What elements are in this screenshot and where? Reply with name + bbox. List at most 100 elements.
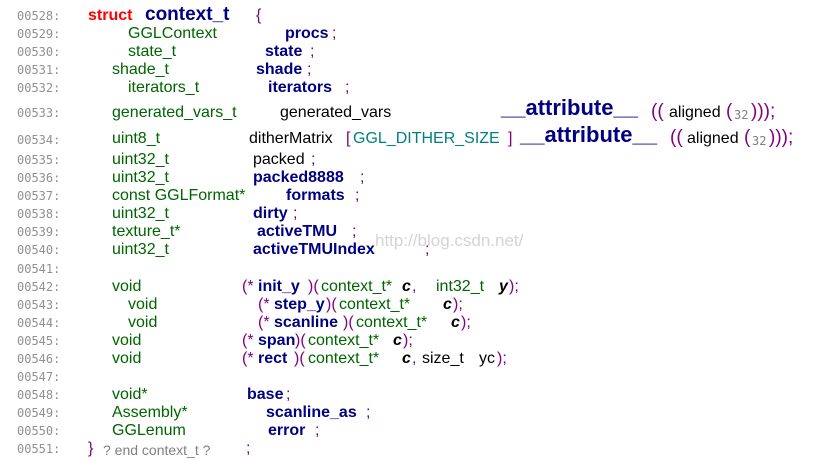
param-type: context_t* <box>321 278 393 295</box>
field-name: activeTMU <box>257 223 338 240</box>
punctuation: ); <box>403 332 413 349</box>
param-name: c <box>393 332 402 349</box>
number-literal: 32 <box>734 108 749 122</box>
param-type: context_t* <box>356 314 428 331</box>
type-name: shade_t <box>112 61 169 78</box>
punctuation: (* <box>258 314 270 331</box>
type-name: uint32_t <box>112 169 169 186</box>
param-type: context_t* <box>339 296 411 313</box>
punctuation: (* <box>242 332 254 349</box>
punctuation: ; <box>352 223 357 240</box>
param-name: yc <box>479 350 495 367</box>
type-name: void <box>128 296 158 313</box>
punctuation: (* <box>242 350 254 367</box>
field-name: dirty <box>253 205 288 222</box>
line-number: 00545: <box>17 334 61 348</box>
punctuation: (( <box>651 101 664 122</box>
type-name: void <box>128 314 158 331</box>
line-number: 00543: <box>17 298 61 312</box>
punctuation: (* <box>258 296 270 313</box>
line-number: 00537: <box>17 189 61 203</box>
param-type: size_t <box>422 350 464 367</box>
field-name: base <box>247 386 284 403</box>
attribute-name: aligned <box>687 130 739 147</box>
type-name: void <box>112 350 142 367</box>
punctuation: )( <box>308 278 319 295</box>
line-number: 00546: <box>17 352 61 366</box>
field-name: rect <box>258 350 288 367</box>
punctuation: ( <box>744 127 751 148</box>
keyword: struct <box>88 7 133 24</box>
line-number: 00530: <box>17 45 61 59</box>
line-number: 00548: <box>17 388 61 402</box>
field-name: packed <box>253 151 305 168</box>
punctuation: ; <box>311 151 316 168</box>
field-name: activeTMUIndex <box>253 241 375 258</box>
line-number: 00541: <box>17 262 61 276</box>
punctuation: )( <box>326 296 337 313</box>
punctuation: ); <box>509 278 519 295</box>
field-name: shade <box>256 61 303 78</box>
param-name: c <box>451 314 460 331</box>
field-name: error <box>268 422 306 439</box>
field-name: init_y <box>258 278 300 295</box>
param-type: context_t* <box>308 350 380 367</box>
line-number: 00534: <box>17 133 61 147</box>
line-number: 00551: <box>17 442 61 456</box>
type-name: uint32_t <box>112 205 169 222</box>
type-name: void <box>112 332 142 349</box>
punctuation: ; <box>425 241 430 258</box>
punctuation: (( <box>670 127 683 148</box>
punctuation: ; <box>366 404 371 421</box>
attribute-keyword: __attribute__ <box>501 95 638 120</box>
punctuation: ; <box>332 25 337 42</box>
field-name: scanline <box>274 314 339 331</box>
punctuation: ); <box>497 350 507 367</box>
punctuation: , <box>412 350 417 367</box>
punctuation: ; <box>355 187 360 204</box>
line-number: 00542: <box>17 280 61 294</box>
punctuation: { <box>256 7 262 24</box>
watermark-text: http://blog.csdn.net/ <box>375 231 524 250</box>
line-number: 00531: <box>17 63 61 77</box>
punctuation: )( <box>343 314 354 331</box>
constant-name: GGL_DITHER_SIZE <box>353 130 500 147</box>
type-name: uint32_t <box>112 151 169 168</box>
param-name: c <box>402 278 411 295</box>
attribute-keyword: __attribute__ <box>520 122 657 147</box>
type-name: void* <box>112 386 148 403</box>
punctuation: ; <box>315 422 320 439</box>
field-name: state <box>265 43 303 60</box>
punctuation: ); <box>453 296 463 313</box>
punctuation: ; <box>246 440 251 457</box>
punctuation: [ <box>346 130 351 147</box>
param-type: int32_t <box>436 278 485 295</box>
field-name: procs <box>285 25 329 42</box>
type-name: uint32_t <box>112 241 169 258</box>
line-number: 00538: <box>17 207 61 221</box>
punctuation: ; <box>310 43 315 60</box>
punctuation: ] <box>508 130 513 147</box>
punctuation: , <box>412 278 417 295</box>
field-name: step_y <box>274 296 325 313</box>
line-number: 00532: <box>17 81 61 95</box>
line-number: 00535: <box>17 153 61 167</box>
type-name: GGLContext <box>128 25 217 42</box>
line-number: 00536: <box>17 171 61 185</box>
field-name: formats <box>286 187 345 204</box>
field-name: scanline_as <box>266 404 357 421</box>
type-name: Assembly* <box>112 404 188 421</box>
line-number: 00528: <box>17 9 61 23</box>
punctuation: ; <box>293 205 298 222</box>
punctuation: ); <box>461 314 471 331</box>
param-name: y <box>499 278 508 295</box>
type-name: iterators_t <box>128 79 200 96</box>
field-name: generated_vars <box>280 104 392 121</box>
field-name: span <box>258 332 296 349</box>
type-name: GGLenum <box>112 422 186 439</box>
type-name: state_t <box>128 43 177 60</box>
type-name: void <box>112 278 142 295</box>
type-name: const GGLFormat* <box>112 187 246 204</box>
line-number: 00540: <box>17 243 61 257</box>
punctuation: ; <box>345 79 350 96</box>
